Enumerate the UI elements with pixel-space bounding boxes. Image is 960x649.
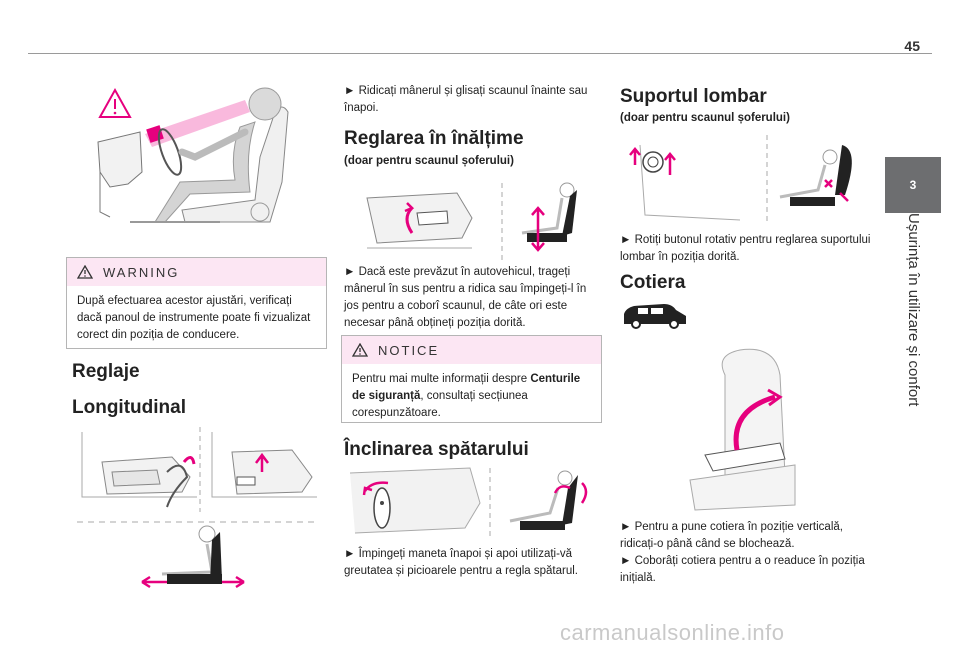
warning-triangle-icon (98, 87, 132, 118)
recline-illustration (350, 467, 588, 538)
notice-title: NOTICE (378, 342, 440, 358)
heading-longitudinal: Longitudinal (72, 397, 186, 418)
notice-header: NOTICE (342, 336, 601, 364)
longitudinal-instruction: ► Ridicați mânerul și glisați scaunul în… (344, 85, 588, 114)
watermark: carmanualsonline.info (560, 620, 785, 645)
notice-box: NOTICE Pentru mai multe informații despr… (341, 335, 602, 423)
heading-reglaje: Reglaje (72, 361, 140, 382)
heading-recline: Înclinarea spătarului (344, 439, 529, 460)
armrest-instruction-down: ► Coborâți cotiera pentru a o readuce în… (620, 555, 865, 584)
header-rule (28, 53, 932, 54)
lumbar-instruction: ► Rotiți butonul rotativ pentru reglarea… (620, 234, 871, 263)
van-icon (624, 304, 686, 329)
page-number: 45 (904, 38, 920, 54)
armrest-instruction-up: ► Pentru a pune cotiera în poziție verti… (620, 521, 843, 550)
height-illustration (366, 182, 577, 263)
recline-instruction: ► Împingeți maneta înapoi și apoi utiliz… (344, 548, 578, 577)
longitudinal-illustration (77, 427, 317, 589)
notice-text-part2: , consultați secțiunea corespunzătoare. (352, 390, 528, 419)
warning-icon (77, 265, 93, 279)
chapter-title-vertical: Ușurința în utilizare și confort (880, 213, 946, 443)
warning-text: După efectuarea acestor ajustări, verifi… (77, 295, 311, 341)
heading-height: Reglarea în înălțime (344, 128, 524, 149)
heading-armrest: Cotiera (620, 272, 686, 293)
lumbar-illustration (629, 135, 852, 225)
notice-text-part1: Pentru mai multe informații despre (352, 373, 531, 385)
warning-header: WARNING (67, 258, 326, 286)
notice-text: Pentru mai multe informații despre Centu… (342, 364, 601, 430)
warning-box: WARNING După efectuarea acestor ajustări… (66, 257, 327, 349)
chapter-tab[interactable]: 3 (885, 157, 941, 213)
heading-lumbar: Suportul lombar (620, 86, 767, 107)
height-subtitle: (doar pentru scaunul șoferului) (344, 155, 514, 167)
lumbar-subtitle: (doar pentru scaunul șoferului) (620, 112, 790, 124)
driver-position-illustration (97, 87, 289, 223)
armrest-illustration (689, 348, 796, 511)
warning-title: WARNING (103, 264, 180, 280)
notice-icon (352, 343, 368, 357)
chapter-title: Ușurința în utilizare și confort (905, 213, 922, 407)
height-instruction: ► Dacă este prevăzut în autovehicul, tra… (344, 266, 587, 329)
notice-link-seatbelts[interactable]: Centurile de siguranță (352, 373, 581, 402)
